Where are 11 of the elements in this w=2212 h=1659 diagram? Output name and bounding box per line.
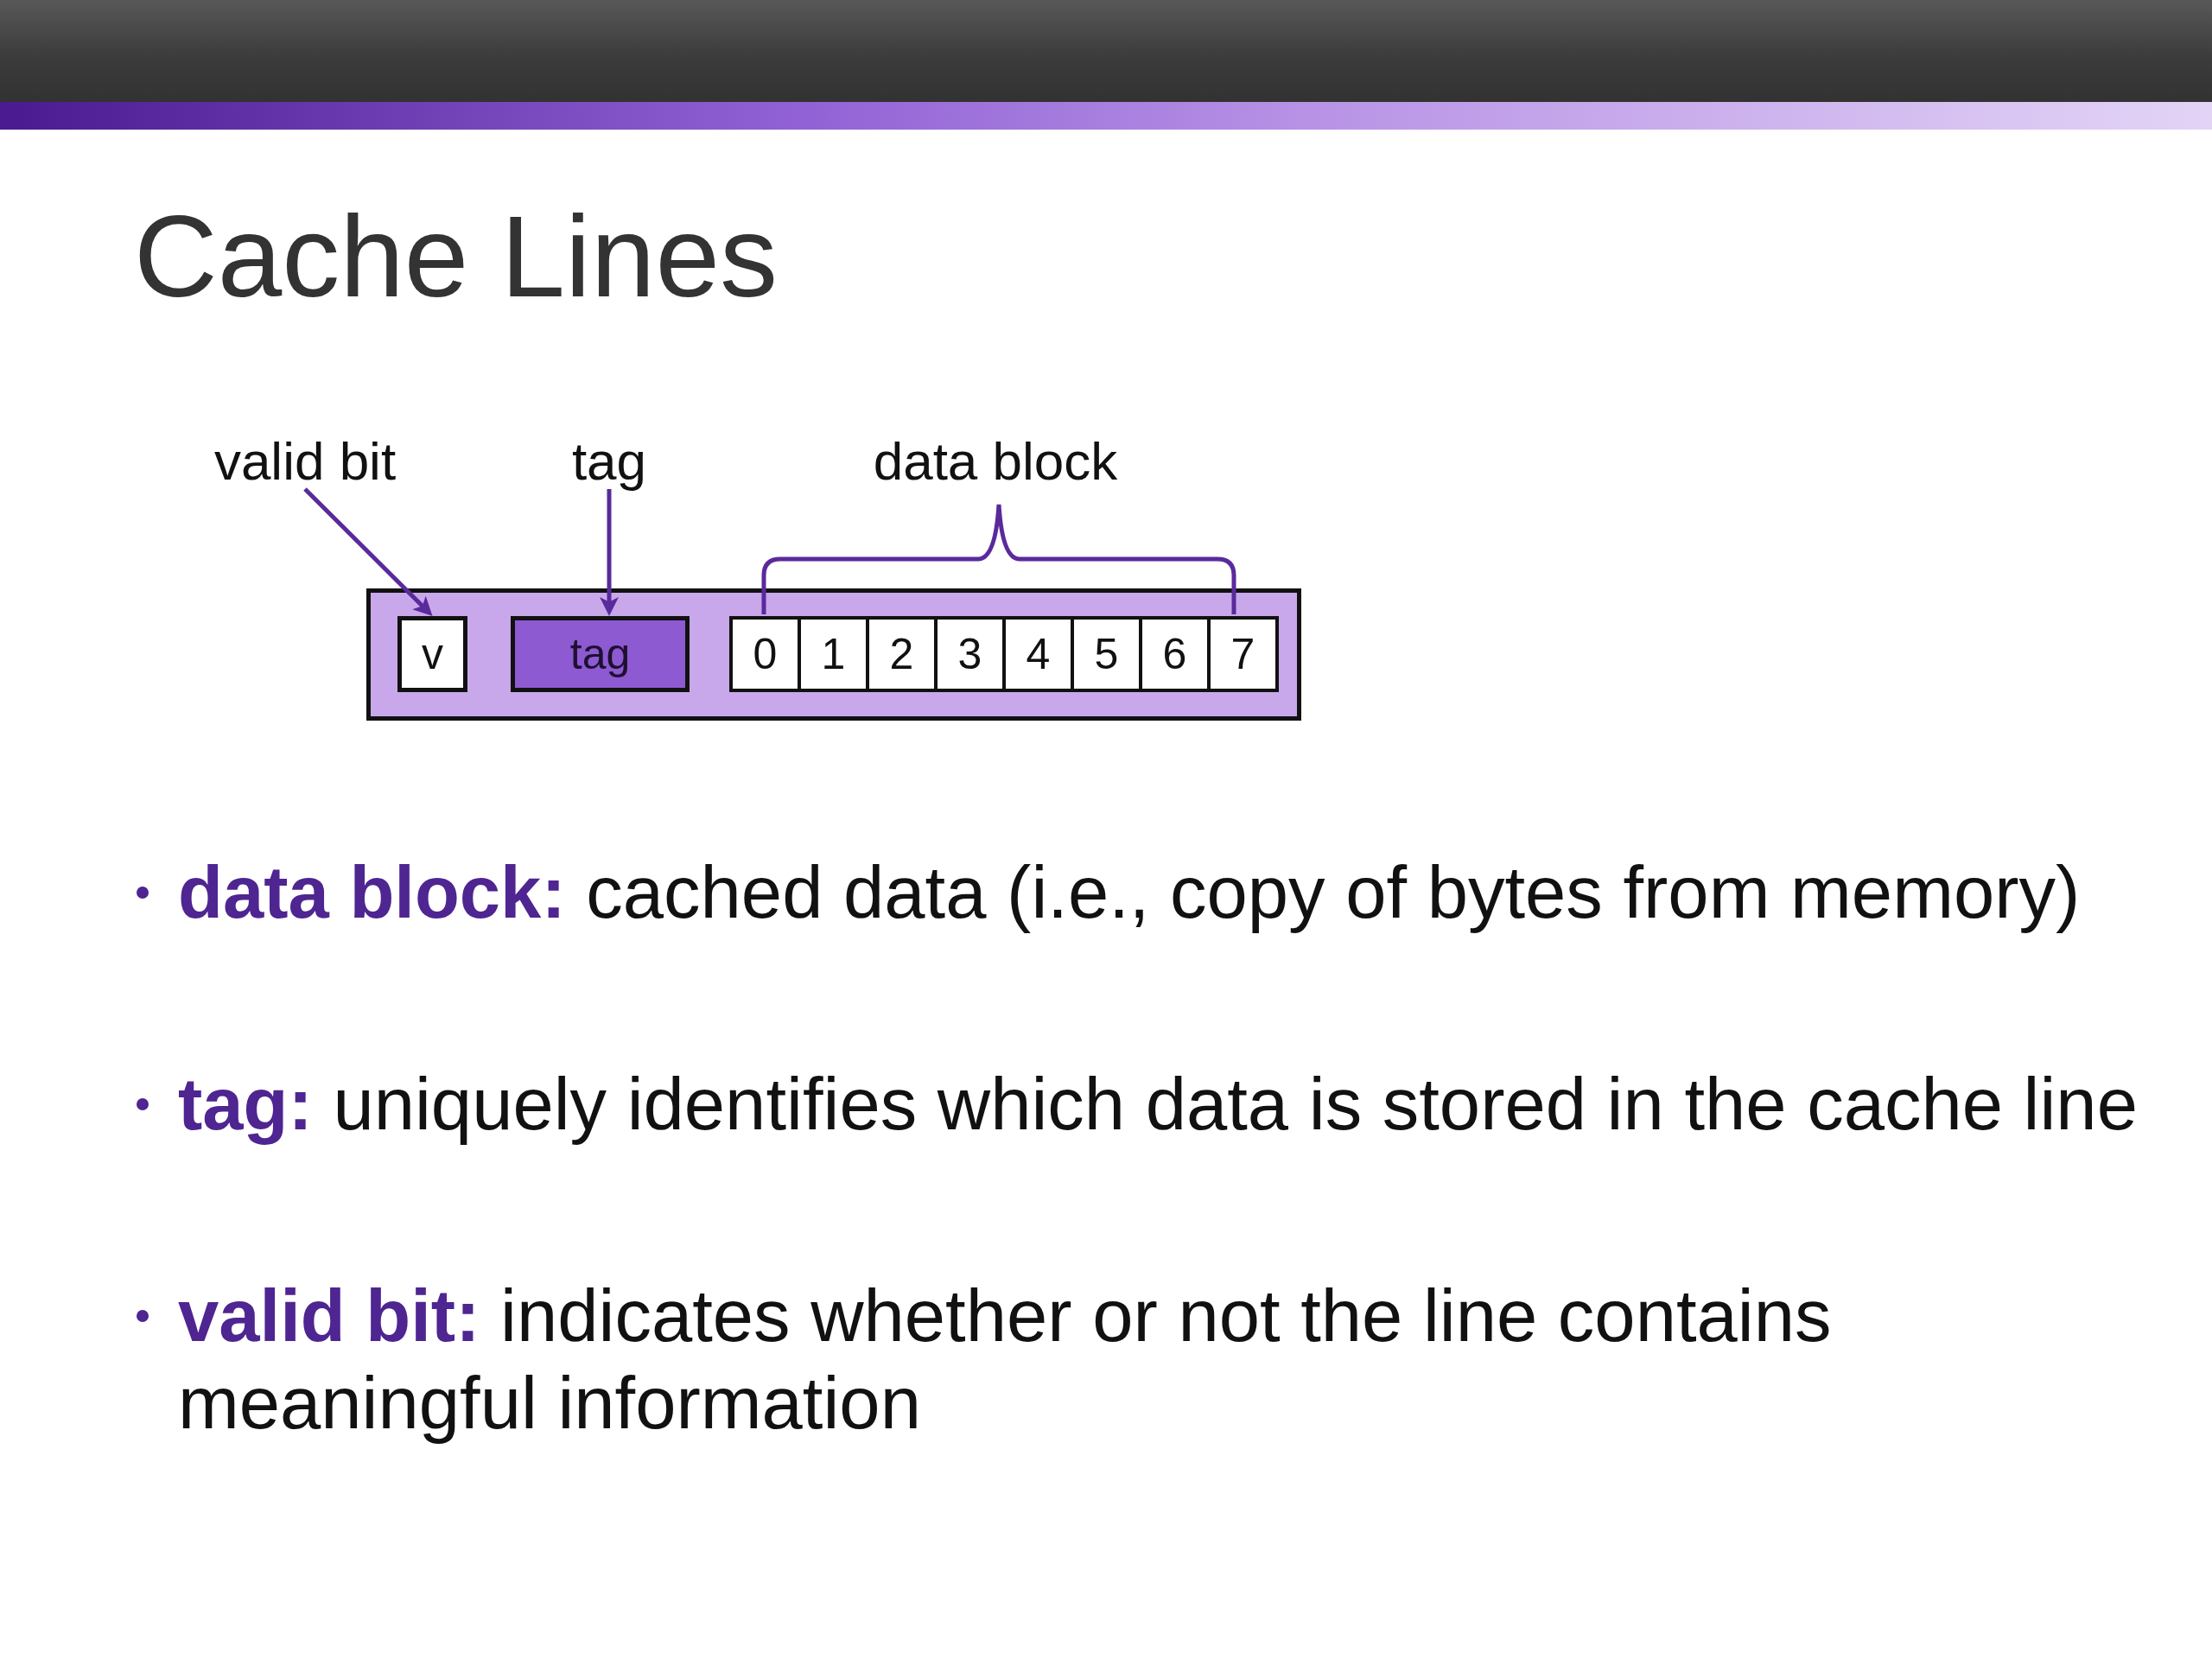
callout-label: valid bit [213, 434, 397, 489]
valid-bit-cell: v [397, 616, 467, 692]
tag-cell: tag [511, 616, 690, 692]
callout-label: tag [571, 434, 647, 489]
bullet-text: tag: uniquely identifies which data is stored in the cache line [178, 1062, 2138, 1147]
bullet-text: valid bit: indicates whether or not the line contains meaningful information [178, 1274, 1833, 1446]
bullet-text: data block: cached data (i.e., copy of bytes from memory) [178, 850, 2081, 935]
leader-arrow [303, 487, 433, 616]
leader-arrow [600, 489, 619, 616]
brace-label: data block [873, 434, 1118, 489]
slide-title: Cache Lines [134, 199, 778, 315]
